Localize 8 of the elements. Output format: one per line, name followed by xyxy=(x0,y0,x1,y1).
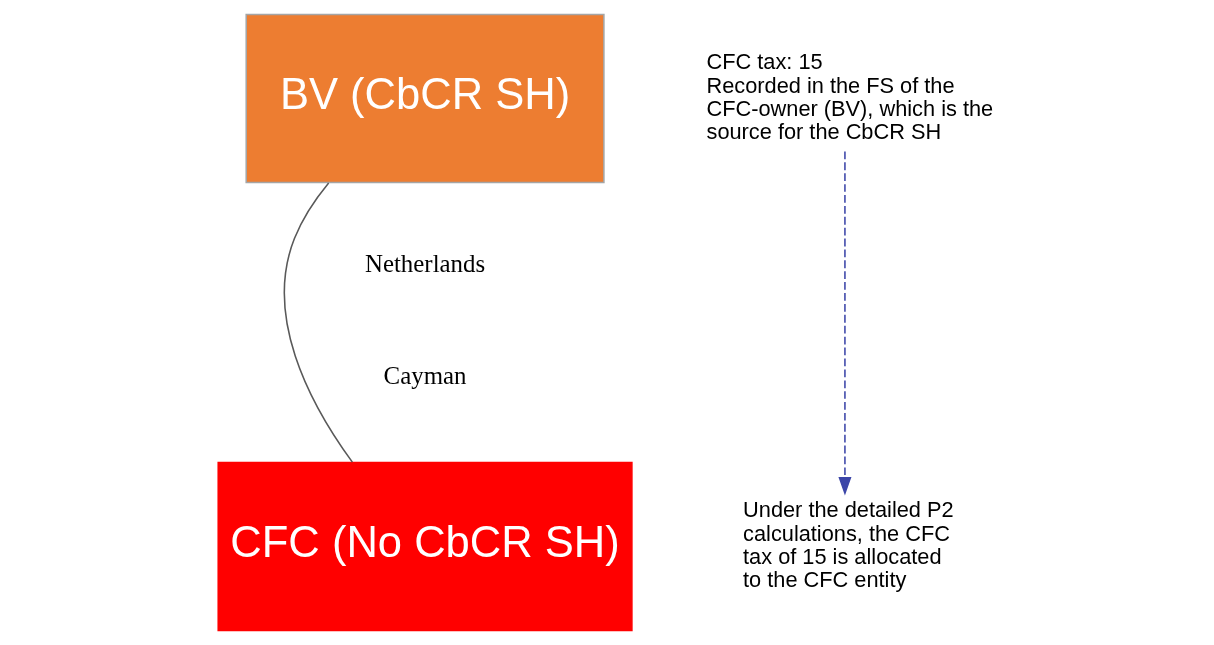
node-box: BV (CbCR SH) xyxy=(245,13,605,184)
node-box: CFC (No CbCR SH) xyxy=(217,461,633,632)
label: Cayman xyxy=(383,362,467,390)
connector xyxy=(283,182,354,463)
arrow xyxy=(838,150,852,496)
node-text: CFC tax: 15 Recorded in the FS of the CFC-owner (BV), which is the source for the CbCR SH xyxy=(706,49,994,145)
label: Netherlands xyxy=(364,250,486,278)
node-text: Under the detailed P2 calculations, the CFC tax of 15 is allocated to the CFC entity xyxy=(743,497,954,593)
